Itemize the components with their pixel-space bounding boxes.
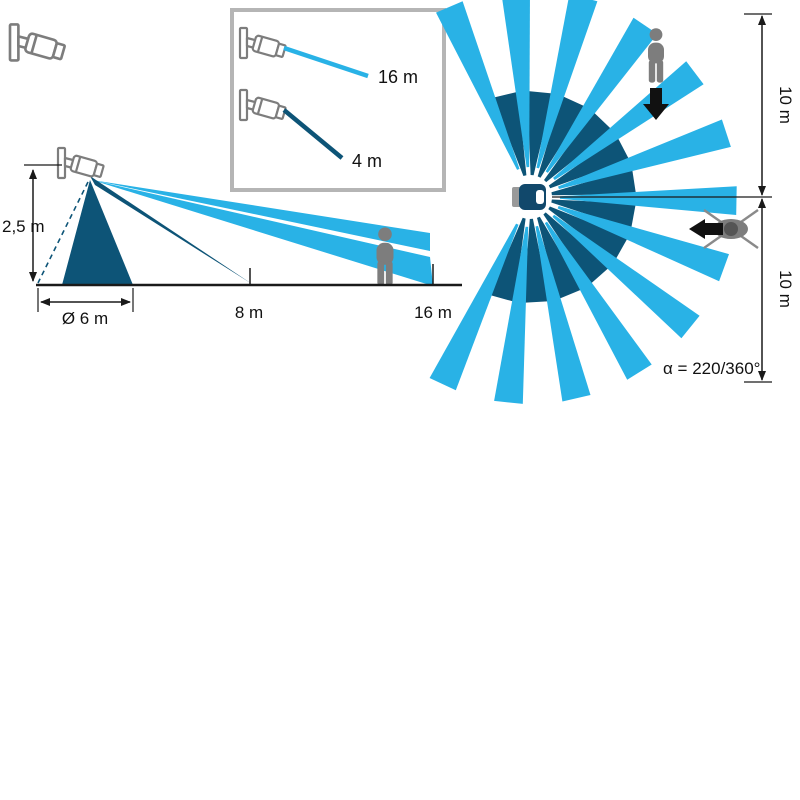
lower-span-label: 10 m [776,270,795,308]
fan-beam-light [436,1,520,170]
mid-range-label: 8 m [235,303,263,322]
far-range-label: 16 m [378,67,418,87]
fan-beam-dark [523,218,550,303]
side-view-person [376,227,394,286]
fan-beam-light [553,61,704,181]
beam-upper-16m [92,180,430,251]
fan-beam-light [535,225,591,402]
approaching-person [648,28,664,83]
left-arrow [689,219,723,239]
wall-sensor-icon [8,23,67,63]
dashed-cone-edge [37,181,89,284]
fan-beam-dark [537,95,586,178]
down-arrow [643,88,669,120]
top-view: 10 m 10 m α = 220/360° [429,0,795,404]
fan-beam-light [557,206,729,282]
coverage-angle-label: α = 220/360° [663,359,760,378]
beam-near-cone [62,180,133,285]
fan-beam-light [502,0,530,168]
fan-beam-dark [492,91,527,176]
top-view-sensor [512,184,546,210]
fan-beam-light [536,0,598,169]
side-view: 2,5 m Ø 6 m 8 m 16 m [2,146,462,328]
fan-beam-light [544,221,652,380]
mount-height-label: 2,5 m [2,217,45,236]
beam-8m [90,176,252,284]
fan-beams [429,0,737,404]
fan-beam-light [545,17,658,173]
fan-beam-dark [548,137,630,189]
fan-beam-light [559,186,737,215]
beam-lower-16m [92,180,433,286]
fan-beam-dark [551,199,636,229]
fan-beam-dark [548,206,628,261]
fan-beam-dark [527,91,553,176]
fan-beam-dark [551,168,636,196]
fan-beam-dark [544,111,612,183]
fan-beam-light [558,119,731,189]
base-diameter-label: Ø 6 m [62,309,108,328]
max-range-label: 16 m [414,303,452,322]
side-view-sensor [56,146,106,181]
fan-beam-dark [537,216,583,300]
fan-beam-light [552,214,700,339]
near-range-ray [282,108,344,160]
fan-beam-dark [543,212,610,285]
upper-span-label: 10 m [776,86,795,124]
near-range-label: 4 m [352,151,382,171]
fan-beam-light [429,223,519,391]
range-inset-box: 16 m 4 m [230,8,446,192]
far-range-ray [283,45,369,79]
fan-beam-light [494,226,529,404]
